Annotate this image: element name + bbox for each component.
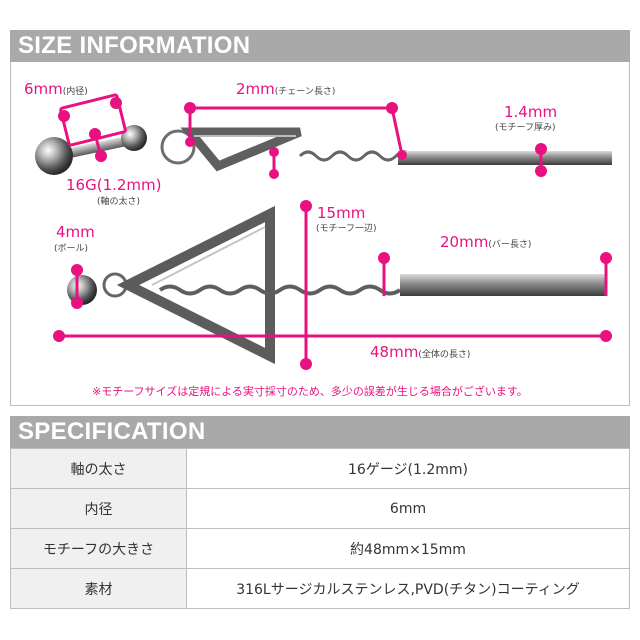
table-row: 素材 316Lサージカルステンレス,PVD(チタン)コーティング [10, 568, 630, 609]
specification-table: 軸の太さ 16ゲージ(1.2mm) 内径 6mm モチーフの大きさ 約48mm×… [10, 448, 630, 609]
motif-side-label: 15mm [317, 204, 366, 222]
spec-label: 内径 [10, 488, 187, 529]
chain-side [298, 150, 414, 162]
dimension-markers [53, 93, 612, 370]
shaft-gauge-note: (軸の太さ) [97, 197, 141, 207]
spec-value: 6mm [186, 488, 630, 529]
jump-ring [160, 129, 196, 165]
spec-label: モチーフの大きさ [10, 528, 187, 569]
inner-diameter-label: 6mm(内径) [24, 80, 88, 98]
side-view-jewelry [35, 125, 612, 175]
triangle-motif-front [116, 205, 275, 365]
total-length-label: 48mm(全体の長さ) [370, 343, 471, 361]
table-row: 内径 6mm [10, 488, 630, 529]
chain-front [158, 284, 402, 296]
spec-label: 軸の太さ [10, 448, 187, 489]
motif-thickness-label: 1.4mm [504, 103, 558, 121]
bar-motif-front [400, 274, 606, 296]
size-information-panel [10, 62, 630, 406]
triangle-motif-side [180, 127, 302, 172]
ball-label: 4mm [56, 223, 95, 241]
ball-front [67, 275, 97, 305]
bar-motif-side [398, 151, 612, 165]
table-row: モチーフの大きさ 約48mm×15mm [10, 528, 630, 569]
specification-header: SPECIFICATION [10, 416, 630, 448]
measurement-note: ※モチーフサイズは定規による実寸採寸のため、多少の誤差が生じる場合がございます。 [92, 385, 528, 398]
spec-value: 316Lサージカルステンレス,PVD(チタン)コーティング [186, 568, 630, 609]
spec-label: 素材 [10, 568, 187, 609]
table-row: 軸の太さ 16ゲージ(1.2mm) [10, 448, 630, 489]
spec-value: 約48mm×15mm [186, 528, 630, 569]
barbell-ball-right [121, 125, 147, 151]
motif-side-note: (モチーフ一辺) [316, 224, 377, 234]
bar-length-label: 20mm(バー長さ) [440, 233, 532, 251]
shaft-gauge-label: 16G(1.2mm) [66, 176, 162, 194]
size-information-header: SIZE INFORMATION [10, 30, 630, 62]
spec-value: 16ゲージ(1.2mm) [186, 448, 630, 489]
chain-length-label: 2mm(チェーン長さ) [236, 80, 336, 98]
barbell-ball-left [35, 137, 73, 175]
ball-note: (ボール) [54, 244, 89, 254]
motif-thickness-note: (モチーフ厚み) [495, 123, 556, 133]
front-view-jewelry [67, 205, 606, 365]
jewelry-illustration [35, 93, 612, 370]
